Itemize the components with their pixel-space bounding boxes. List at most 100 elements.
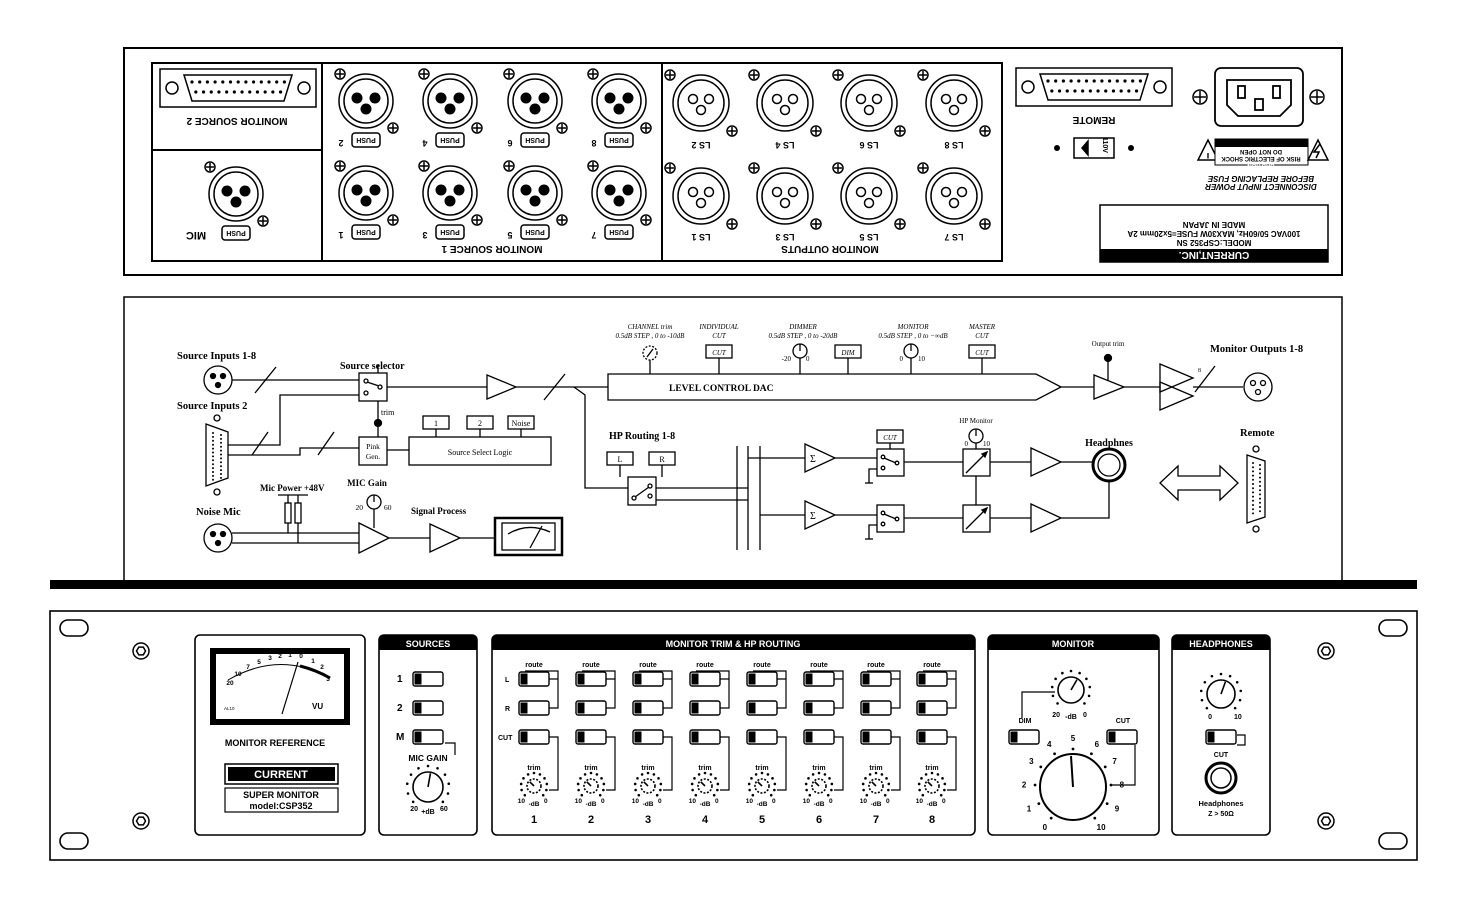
dim-knob[interactable] [1050, 669, 1092, 705]
push-tab[interactable]: PUSH [520, 132, 550, 148]
source-2-button[interactable] [412, 700, 444, 716]
trim-knob[interactable] [690, 771, 720, 797]
channel-cut-button[interactable] [518, 729, 550, 745]
route-l-button[interactable] [746, 671, 778, 687]
monitor-scale-label: 2 [1022, 780, 1027, 789]
individual-cut-label: INDIVIDUAL [698, 323, 738, 331]
push-tab[interactable]: PUSH [221, 225, 251, 241]
master-cut-label-2: CUT [975, 332, 990, 340]
source-xlr-connector[interactable]: PUSH [503, 68, 568, 148]
mic-xlr-jack[interactable]: PUSH [204, 161, 269, 241]
db25-remote-connector[interactable] [1015, 67, 1173, 107]
output-xlr-connector[interactable] [664, 69, 738, 137]
source-xlr-connector[interactable]: PUSH [334, 68, 399, 148]
output-xlr-connector[interactable] [748, 69, 822, 137]
push-tab[interactable]: PUSH [435, 224, 465, 240]
output-xlr-connector[interactable] [832, 69, 906, 137]
headphone-cut-button[interactable] [1205, 729, 1237, 745]
mic-xlr-connector[interactable]: PUSH [204, 161, 269, 241]
pink-gen-line-1: Pink [366, 442, 380, 451]
source-xlr-connector[interactable]: PUSH [587, 160, 652, 240]
screw-icon [556, 214, 568, 226]
channel-cut-button[interactable] [916, 729, 948, 745]
trim-knob[interactable] [633, 771, 663, 797]
pink-gen-line-2: Gen. [366, 452, 380, 461]
output-xlr-connector[interactable] [917, 69, 991, 137]
route-r-button[interactable] [518, 700, 550, 716]
trim-knob[interactable] [861, 771, 891, 797]
headphones-impedance: Z > 50Ω [1208, 811, 1234, 818]
channel-cut-button[interactable] [860, 729, 892, 745]
channel-cut-button[interactable] [632, 729, 664, 745]
source-xlr-connector[interactable]: PUSH [503, 160, 568, 240]
route-r-button[interactable] [632, 700, 664, 716]
vu-scale-label: 3 [326, 676, 330, 683]
channel-cut-button[interactable] [803, 729, 835, 745]
push-tab[interactable]: PUSH [435, 132, 465, 148]
output-xlr-connector[interactable] [917, 162, 991, 230]
hp-scale-high: 10 [983, 440, 991, 448]
source-xlr-connector[interactable]: PUSH [418, 160, 483, 240]
channel-cut-button[interactable] [575, 729, 607, 745]
mic-label: MIC [186, 229, 206, 241]
route-r-button[interactable] [860, 700, 892, 716]
monitor-scale-low: 0 [900, 355, 904, 363]
headphones-title: HEADPHONES [1189, 639, 1253, 649]
route-l-button[interactable] [689, 671, 721, 687]
route-l-button[interactable] [860, 671, 892, 687]
route-l-button[interactable] [632, 671, 664, 687]
channel-cut-button[interactable] [746, 729, 778, 745]
trim-label: trim [584, 765, 597, 772]
db25-source2-connector[interactable] [159, 68, 317, 108]
trim-knob[interactable] [747, 771, 777, 797]
route-r-button[interactable] [689, 700, 721, 716]
source-xlr-connector[interactable]: PUSH [334, 160, 399, 240]
route-l-button[interactable] [575, 671, 607, 687]
sources-section: SOURCES 1 2 M MIC GAIN 20 +dB 60 [378, 634, 478, 836]
route-l-button[interactable] [916, 671, 948, 687]
source-number-label: 5 [507, 230, 512, 240]
route-r-button[interactable] [575, 700, 607, 716]
trim-knob[interactable] [917, 771, 947, 797]
screw-icon [640, 214, 652, 226]
route-r-button[interactable] [746, 700, 778, 716]
mic-gain-knob[interactable] [405, 764, 451, 804]
trim-knob[interactable] [576, 771, 606, 797]
channel-cut-button[interactable] [689, 729, 721, 745]
push-tab[interactable]: PUSH [604, 224, 634, 240]
vu-needle [281, 661, 299, 715]
trim-knob[interactable] [519, 771, 549, 797]
power-inlet[interactable] [1214, 67, 1304, 127]
rear-panel-frame [123, 47, 1343, 276]
source-1-button[interactable] [412, 671, 444, 687]
monitor-scale-label: 7 [1112, 757, 1117, 766]
power-text: 100VAC 50/60Hz, MAX30W FUSE=5x20mm 2A [1127, 229, 1300, 238]
push-tab[interactable]: PUSH [351, 224, 381, 240]
dim-button[interactable] [1008, 729, 1040, 745]
output-xlr-connector[interactable] [664, 162, 738, 230]
route-l-button[interactable] [803, 671, 835, 687]
headphone-level-knob[interactable] [1199, 672, 1243, 710]
push-tab[interactable]: PUSH [604, 132, 634, 148]
voltage-selector[interactable] [1073, 137, 1115, 159]
trim-routing-section: MONITOR TRIM & HP ROUTING L R CUT [491, 634, 976, 836]
mic-power-label: Mic Power +48V [260, 483, 325, 493]
source-xlr-connector[interactable]: PUSH [418, 68, 483, 148]
master-cut-button[interactable] [1106, 729, 1138, 745]
output-xlr-connector[interactable] [748, 162, 822, 230]
trim-scale-high: 0 [942, 798, 946, 805]
route-r-button[interactable] [803, 700, 835, 716]
route-l-button[interactable] [518, 671, 550, 687]
push-tab[interactable]: PUSH [520, 224, 550, 240]
trim-scale-low: 10 [746, 798, 754, 805]
cut-button-label: CUT [883, 434, 898, 442]
headphone-jack[interactable] [1204, 761, 1238, 795]
output-xlr-connector[interactable] [832, 162, 906, 230]
route-r-button[interactable] [916, 700, 948, 716]
source-m-button[interactable] [412, 729, 444, 745]
push-tab[interactable]: PUSH [351, 132, 381, 148]
source-xlr-connector[interactable]: PUSH [587, 68, 652, 148]
trim-knob[interactable] [804, 771, 834, 797]
logic-button-label: Noise [512, 419, 531, 428]
